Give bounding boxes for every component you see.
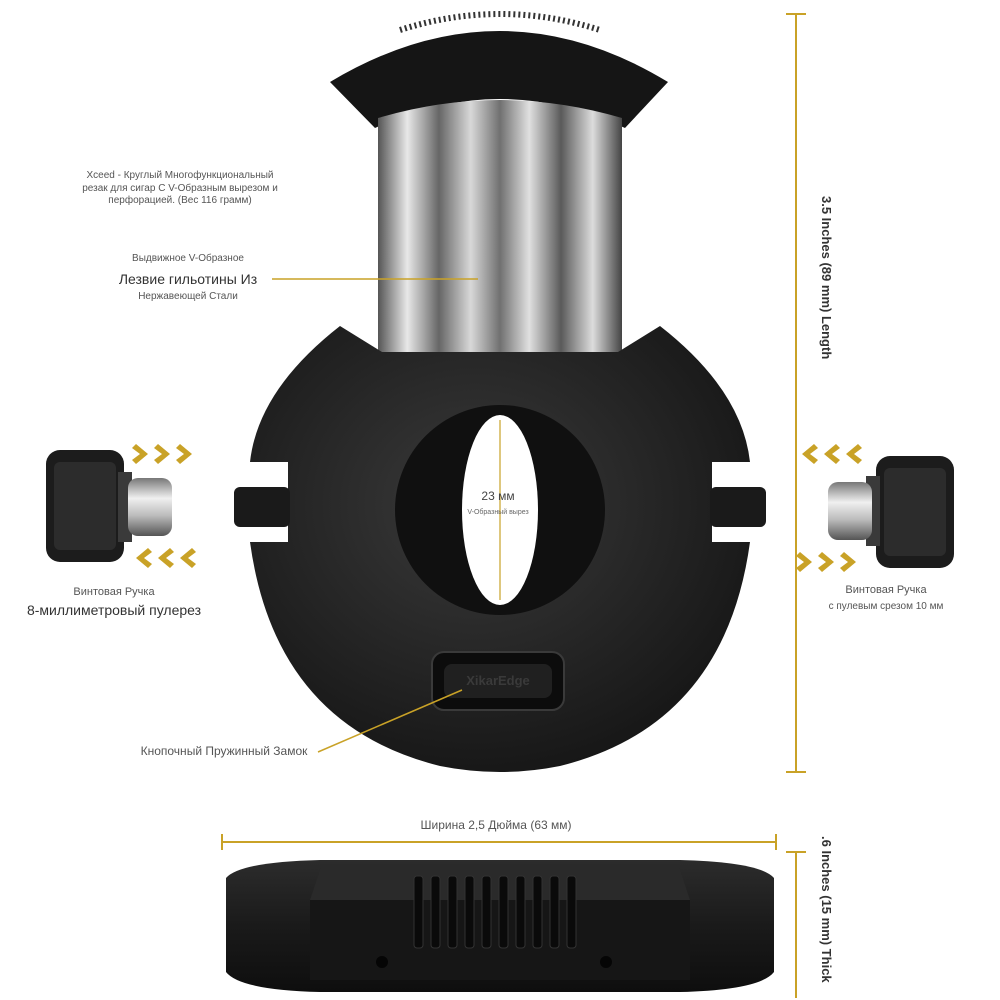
blade-label-1: Выдвижное V-Образное <box>132 253 244 264</box>
grip-rib <box>515 875 526 949</box>
grip-rib <box>464 875 475 949</box>
chevron-left-icon <box>802 444 862 464</box>
blade-label-2: Лезвие гильотины Из <box>118 271 258 287</box>
blade-steel <box>378 100 622 352</box>
left-knob-label-2: 8-миллиметровый пулерез <box>26 602 202 618</box>
grip-rib <box>430 875 441 949</box>
chevron-right-icon <box>796 552 856 572</box>
cap-texture <box>399 11 601 33</box>
side-screw-left <box>376 956 388 968</box>
hole-size-label: 23 мм <box>481 489 515 503</box>
grip-rib <box>447 875 458 949</box>
left-knob-socket <box>234 487 290 527</box>
side-grip-ribs <box>413 875 577 949</box>
grip-rib <box>481 875 492 949</box>
grip-rib <box>566 875 577 949</box>
brand-logo-text: XikarEdge <box>466 673 530 688</box>
thickness-label: .6 Inches (15 mm) Thick <box>819 836 834 983</box>
lock-button-inner <box>444 664 552 698</box>
grip-rib <box>532 875 543 949</box>
right-knob-socket <box>710 487 766 527</box>
description-line-2: резак для сигар С V-Образным вырезом и <box>82 182 278 194</box>
blade-label-3: Нержавеющей Стали <box>138 291 238 302</box>
description-line-1: Xceed - Круглый Многофункциональный <box>86 170 274 181</box>
blade-cap <box>330 31 668 128</box>
left-knob-label-1: Винтовая Ручка <box>73 586 155 598</box>
width-label: Ширина 2,5 Дюйма (63 мм) <box>420 818 572 832</box>
right-knob-label-1: Винтовая Ручка <box>845 584 927 596</box>
side-view <box>226 860 774 992</box>
grip-rib <box>549 875 560 949</box>
left-knob <box>46 450 172 562</box>
side-screw-right <box>600 956 612 968</box>
chevron-left-icon <box>136 548 196 568</box>
right-knob <box>828 456 954 568</box>
lock-callout-line <box>317 689 463 753</box>
description-line-3: перфорацией. (Вес 116 грамм) <box>108 195 252 206</box>
chevron-right-icon <box>132 444 192 464</box>
hole-sub-label: V-Образный вырез <box>467 509 529 516</box>
grip-rib <box>413 875 424 949</box>
length-label: 3.5 Inches (89 mm) Length <box>819 196 834 360</box>
grip-rib <box>498 875 509 949</box>
right-knob-label-2: с пулевым срезом 10 мм <box>828 601 944 612</box>
lock-label: Кнопочный Пружинный Замок <box>140 744 308 758</box>
description-text: Xceed - Круглый Многофункциональный реза… <box>82 170 278 208</box>
